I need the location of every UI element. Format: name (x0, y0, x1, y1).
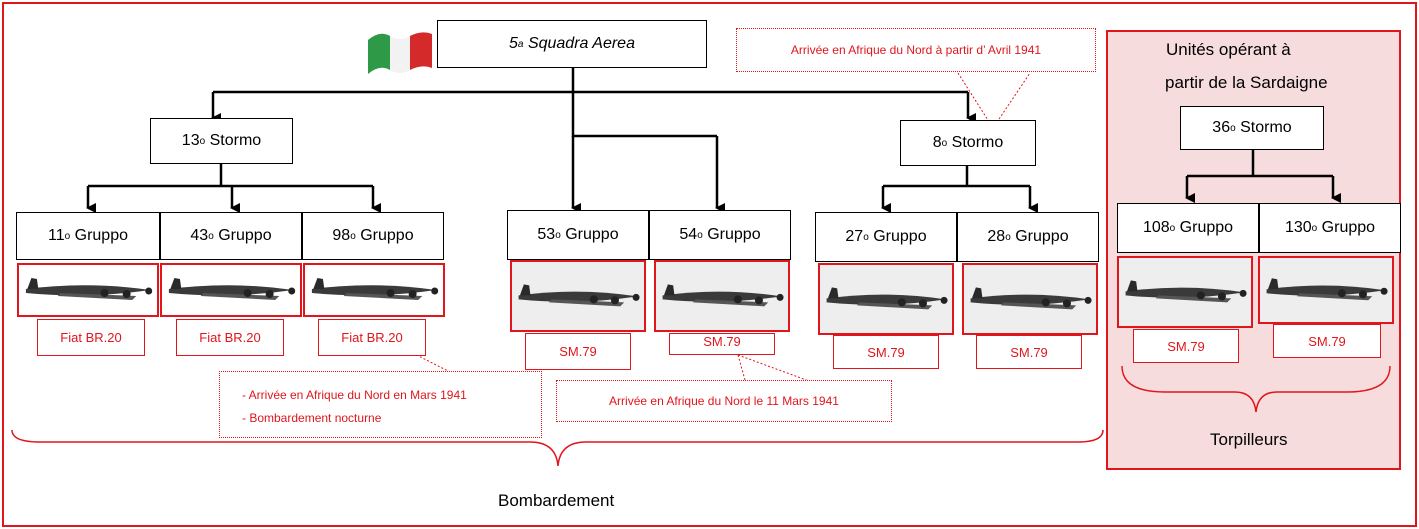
aircraft-icon (826, 287, 948, 310)
march-1941-note: - Arrivée en Afrique du Nord en Mars 194… (219, 371, 542, 438)
aircraft-label: SM.79 (1133, 329, 1239, 363)
fiat-br20-photo (160, 263, 302, 317)
aircraft-label: Fiat BR.20 (176, 319, 284, 356)
note-line: - Arrivée en Afrique du Nord en Mars 194… (242, 388, 467, 402)
bombardement-label: Bombardement (498, 491, 615, 510)
aircraft-icon (25, 278, 153, 300)
italian-flag-icon (366, 28, 434, 76)
sm79-photo (818, 263, 954, 335)
aircraft-icon (1266, 278, 1388, 301)
sm79-photo (1117, 256, 1253, 328)
aircraft-label: Fiat BR.20 (37, 319, 145, 356)
fiat-br20-photo (303, 263, 445, 317)
sm79-photo (962, 263, 1098, 335)
aircraft-icon (662, 284, 784, 307)
april-1941-note: Arrivée en Afrique du Nord à partir d’ A… (736, 28, 1096, 72)
aircraft-label: SM.79 (525, 333, 631, 370)
aircraft-icon (311, 278, 439, 300)
sardinia-line1: Unités opérant à (1166, 40, 1291, 59)
sm79-photo (654, 260, 790, 332)
aircraft-icon (518, 284, 640, 307)
aircraft-label: SM.79 (833, 335, 939, 369)
sm79-photo (1258, 256, 1394, 324)
sardinia-line2: partir de la Sardaigne (1165, 73, 1328, 92)
aircraft-label: SM.79 (1273, 324, 1381, 358)
aircraft-label: SM.79 (669, 333, 775, 355)
torpilleurs-label: Torpilleurs (1210, 430, 1288, 449)
note-line: - Bombardement nocturne (242, 411, 382, 425)
aircraft-icon (970, 287, 1092, 310)
fiat-br20-photo (17, 263, 159, 317)
aircraft-label: SM.79 (976, 335, 1082, 369)
aircraft-icon (1125, 280, 1247, 303)
sm79-photo (510, 260, 646, 332)
aircraft-label: Fiat BR.20 (318, 319, 426, 356)
march-11-1941-note: Arrivée en Afrique du Nord le 11 Mars 19… (556, 380, 892, 422)
aircraft-icon (168, 278, 296, 300)
